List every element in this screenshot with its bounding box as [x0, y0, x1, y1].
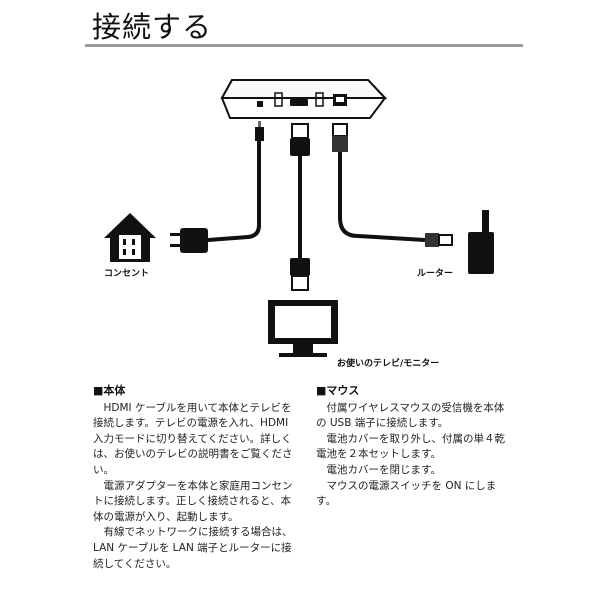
mouse-paragraph: 電池カバーを取り外し、付属の単４乾電池を２本セットします。 [316, 432, 505, 461]
outlet-label: コンセント [104, 269, 150, 279]
usb-port-icon [274, 92, 283, 107]
main-paragraph: 電源アダプターを本体と家庭用コンセントに接続します。正しく接続されると、本体の電… [93, 479, 293, 523]
router-icon [468, 210, 494, 274]
power-port-icon [257, 101, 263, 107]
mouse-paragraph: マウスの電源スイッチを ON にします。 [316, 479, 497, 508]
device-unit [220, 79, 388, 119]
hdmi-cable [290, 123, 310, 291]
page-title: 接続する [92, 10, 213, 44]
mouse-paragraph: 電池カバーを閉じます。 [326, 463, 441, 476]
main-section-heading: ■本体 [93, 384, 126, 397]
hdmi-port-icon [290, 99, 308, 106]
power-cable [170, 121, 264, 253]
mouse-section-heading: ■マウス [316, 384, 360, 397]
monitor-icon [268, 300, 338, 357]
title-divider [85, 44, 523, 47]
outlet-house-icon [104, 213, 156, 262]
lan-cable [332, 123, 453, 247]
router-label: ルーター [417, 269, 454, 279]
main-paragraph: 有線でネットワークに接続する場合は、LAN ケーブルを LAN 端子とルーターに… [93, 526, 293, 570]
usb-port-icon [315, 92, 324, 107]
connection-diagram [104, 79, 494, 357]
main-section: ■本体 HDMI ケーブルを用いて本体とテレビを接続します。テレビの電源を入れ、… [93, 383, 295, 572]
mouse-section: ■マウス 付属ワイヤレスマウスの受信機を本体の USB 端子に接続します。 電池… [316, 383, 512, 510]
mouse-paragraph: 付属ワイヤレスマウスの受信機を本体の USB 端子に接続します。 [316, 401, 505, 430]
main-paragraph: HDMI ケーブルを用いて本体とテレビを接続します。テレビの電源を入れ、HDMI… [93, 401, 293, 476]
monitor-label: お使いのテレビ/モニター [337, 359, 440, 369]
